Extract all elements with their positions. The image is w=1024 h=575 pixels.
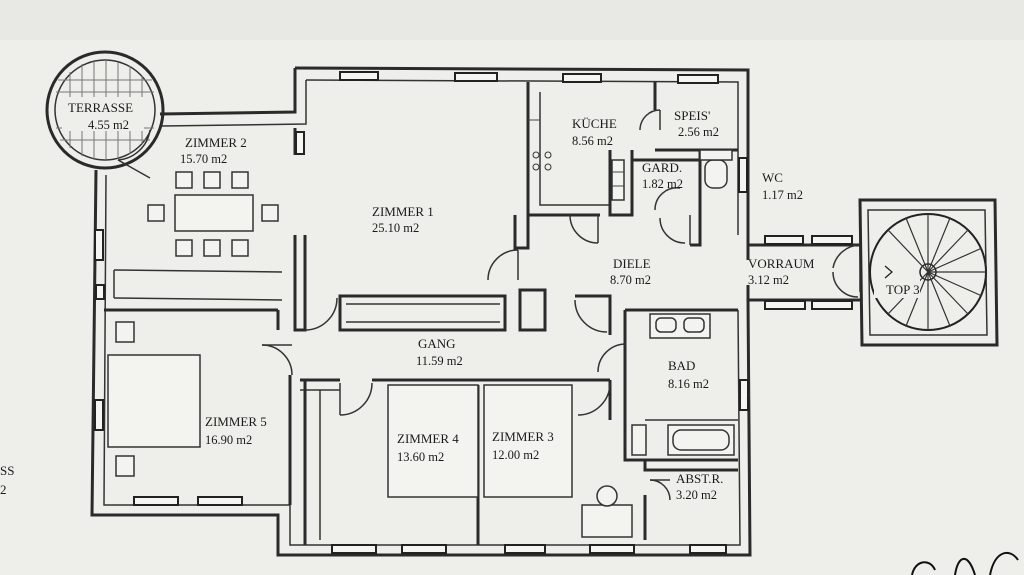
room-name-zimmer5: ZIMMER 5 [205, 414, 267, 429]
edge-text-left-top: SS [0, 463, 14, 478]
room-area-wc: 1.17 m2 [762, 188, 803, 202]
room-name-zimmer2: ZIMMER 2 [185, 135, 247, 150]
room-area-zimmer3: 12.00 m2 [492, 448, 539, 462]
bedroom-furniture [387, 384, 633, 538]
room-name-speis: SPEIS' [674, 108, 710, 123]
room-name-wc: WC [762, 170, 783, 185]
windows [94, 71, 853, 554]
room-name-terrasse: TERRASSE [68, 100, 133, 115]
desk [581, 504, 633, 538]
room-area-zimmer5: 16.90 m2 [205, 433, 252, 447]
room-area-terrasse: 4.55 m2 [88, 118, 129, 132]
bed-zimmer3 [483, 384, 573, 498]
spiral-staircase [858, 198, 999, 347]
room-area-gard: 1.82 m2 [642, 177, 683, 191]
room-area-speis: 2.56 m2 [678, 125, 719, 139]
kitchen-fixtures [528, 109, 733, 244]
room-name-diele: DIELE [613, 256, 651, 271]
paper-shadow [0, 0, 1024, 40]
room-name-vorraum: VORRAUM [748, 256, 815, 271]
cropped-edge-text: SS 2 [0, 463, 14, 497]
terrasse-balcony [45, 50, 165, 179]
door-swings [261, 244, 861, 501]
bed-zimmer4 [387, 384, 479, 498]
room-name-kueche: KÜCHE [572, 116, 617, 131]
room-area-gang: 11.59 m2 [416, 354, 463, 368]
room-name-zimmer3: ZIMMER 3 [492, 429, 554, 444]
room-name-gard: GARD. [642, 160, 682, 175]
room-area-diele: 8.70 m2 [610, 273, 651, 287]
room-area-zimmer2: 15.70 m2 [180, 152, 227, 166]
bed [107, 354, 201, 448]
room-area-kueche: 8.56 m2 [572, 134, 613, 148]
bathroom-fixtures [631, 313, 750, 456]
room-name-gang: GANG [418, 336, 456, 351]
room-labels: TERRASSE 4.55 m2 ZIMMER 2 15.70 m2 ZIMME… [68, 100, 920, 502]
edge-text-left-bottom: 2 [0, 482, 7, 497]
room-name-abstr: ABST.R. [676, 471, 723, 486]
room-area-zimmer1: 25.10 m2 [372, 221, 419, 235]
zimmer5-furniture [107, 321, 201, 477]
room-area-vorraum: 3.12 m2 [748, 273, 789, 287]
room-area-abstr: 3.20 m2 [676, 488, 717, 502]
room-name-zimmer4: ZIMMER 4 [397, 431, 459, 446]
zimmer2-room [113, 171, 283, 301]
dining-table [174, 194, 254, 232]
room-area-bad: 8.16 m2 [668, 377, 709, 391]
toilet [704, 159, 728, 189]
room-name-bad: BAD [668, 358, 695, 373]
room-name-zimmer1: ZIMMER 1 [372, 204, 434, 219]
room-name-top3: TOP 3 [886, 282, 920, 297]
handwritten-mark [911, 551, 1019, 575]
room-area-zimmer4: 13.60 m2 [397, 450, 444, 464]
